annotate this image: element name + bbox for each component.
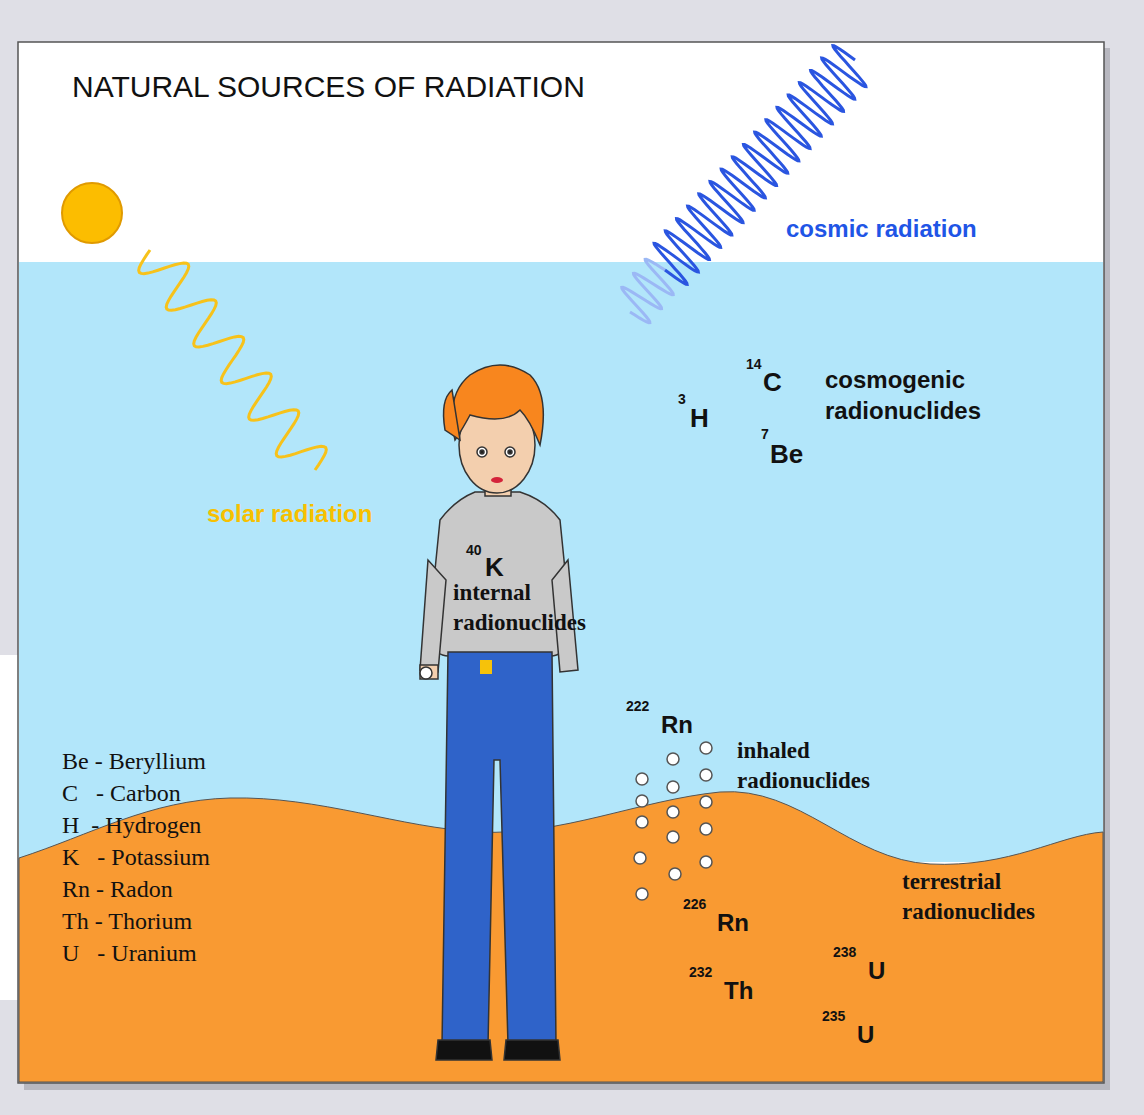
label: cosmic radiation <box>786 213 977 244</box>
mass-number: 235 <box>822 1007 845 1025</box>
key-line: Rn - Radon <box>62 874 173 905</box>
label: U <box>868 955 885 986</box>
label: solar radiation <box>207 498 372 529</box>
label: U <box>857 1019 874 1050</box>
label: K <box>485 551 504 585</box>
mass-number: 226 <box>683 895 706 913</box>
mass-number: 232 <box>689 963 712 981</box>
ground <box>19 792 1103 1082</box>
key-line: Th - Thorium <box>62 906 192 937</box>
label: H <box>690 402 709 436</box>
key-line: Be - Beryllium <box>62 746 206 777</box>
mass-number: 238 <box>833 943 856 961</box>
label: inhaled radionuclides <box>737 736 917 796</box>
cosmic-wave <box>622 259 673 322</box>
key-line: H - Hydrogen <box>62 810 201 841</box>
label: C <box>763 366 782 400</box>
panel <box>18 42 1104 1083</box>
sky <box>19 262 1103 862</box>
label: Rn <box>717 907 749 938</box>
bubbles <box>634 742 712 900</box>
mass-number: 7 <box>761 425 769 443</box>
label: Th <box>724 975 753 1006</box>
label: terrestrial radionuclides <box>902 867 1082 927</box>
key-line: K - Potassium <box>62 842 210 873</box>
label: internal radionuclides <box>453 578 623 638</box>
label: Rn <box>661 709 693 740</box>
cosmic-wave <box>654 46 866 285</box>
key-line: U - Uranium <box>62 938 197 969</box>
title: NATURAL SOURCES OF RADIATION <box>72 70 585 104</box>
sun <box>62 183 122 243</box>
label: Be <box>770 438 803 472</box>
mass-number: 222 <box>626 697 649 715</box>
mass-number: 14 <box>746 355 762 373</box>
person <box>420 365 578 1060</box>
mass-number: 3 <box>678 390 686 408</box>
mass-number: 40 <box>466 541 482 559</box>
key-line: C - Carbon <box>62 778 181 809</box>
label: cosmogenic radionuclides <box>825 364 1025 426</box>
solar-wave <box>139 250 327 470</box>
